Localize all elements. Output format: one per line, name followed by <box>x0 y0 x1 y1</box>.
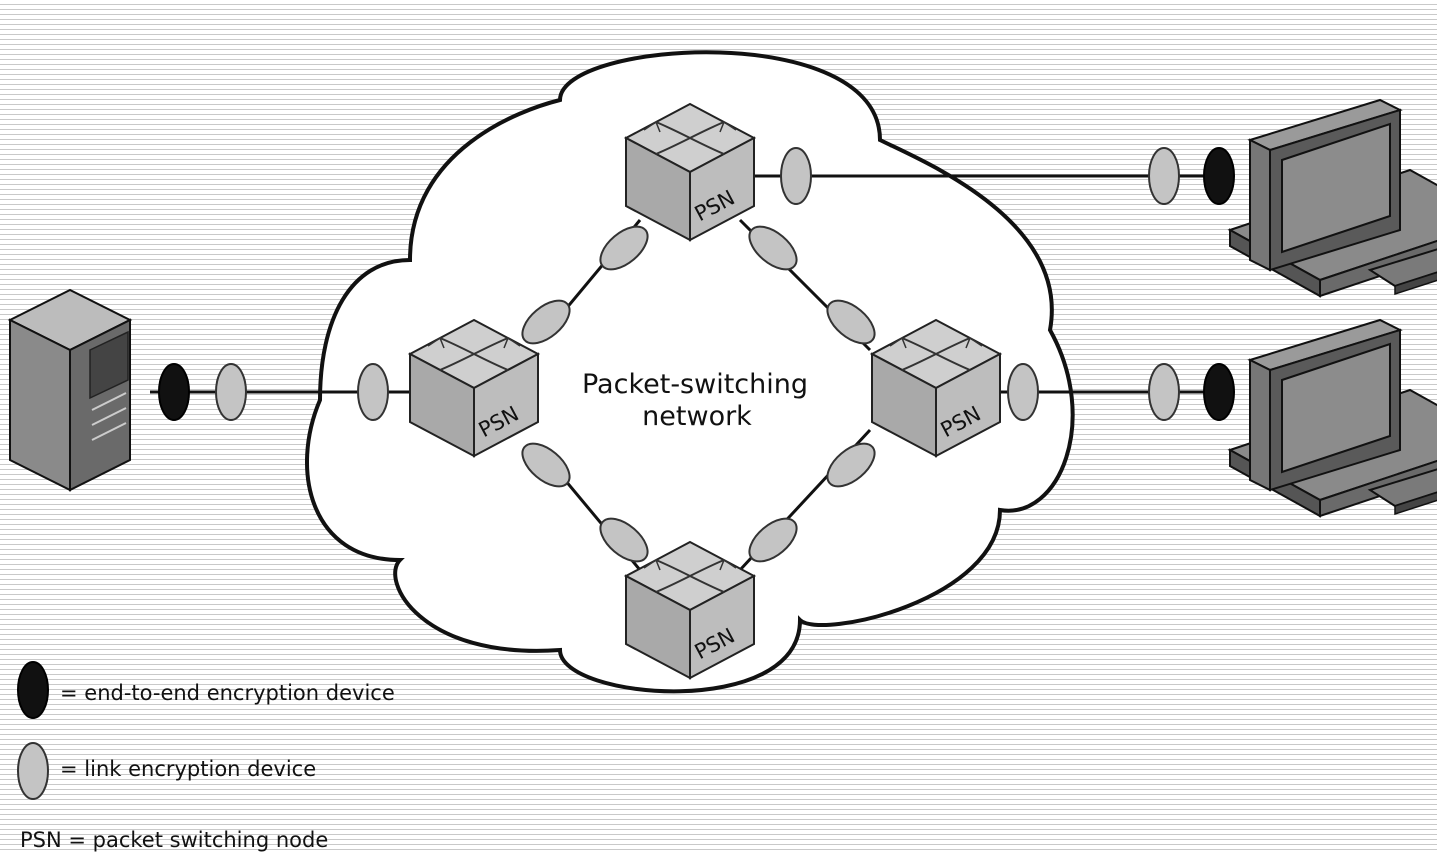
psn-node-right: PSN <box>871 319 1001 457</box>
link-encryption-device-icon <box>1148 147 1180 205</box>
legend-end-to-end-label: = end-to-end encryption device <box>60 681 395 705</box>
link-encryption-device-icon <box>1148 363 1180 421</box>
legend-link-label: = link encryption device <box>60 757 316 781</box>
legend-end-to-end-icon <box>17 661 49 719</box>
link-encryption-device-icon <box>748 225 798 271</box>
packet-switching-network-cloud <box>305 50 1075 694</box>
end-to-end-encryption-device-icon <box>158 363 190 421</box>
link-encryption-device-icon <box>826 442 876 488</box>
link-encryption-device-icon <box>521 442 571 488</box>
legend-link-icon <box>17 742 49 800</box>
psn-node-left: PSN <box>409 319 539 457</box>
link-encryption-device-icon <box>599 225 649 271</box>
cloud-label-line1: Packet-switching <box>582 369 808 400</box>
legend: = end-to-end encryption device = link en… <box>17 661 395 852</box>
link-encryption-device-icon <box>357 363 389 421</box>
psn-node-bottom: PSN <box>625 541 755 679</box>
link-encryption-device-icon <box>748 517 798 563</box>
desktop-computer-icon <box>1229 319 1437 517</box>
server-tower-icon <box>7 288 133 492</box>
end-to-end-encryption-device-icon <box>1203 147 1235 205</box>
link-encryption-device-icon <box>826 299 876 345</box>
link-encryption-device-icon <box>780 147 812 205</box>
desktop-computer-icon <box>1229 99 1437 297</box>
legend-psn-label: PSN = packet switching node <box>20 828 328 852</box>
link-encryption-device-icon <box>215 363 247 421</box>
cloud-label-line2: network <box>642 401 752 432</box>
link-encryption-device-icon <box>599 517 649 563</box>
link-encryption-device-icon <box>521 299 571 345</box>
psn-node-top: PSN <box>625 103 755 241</box>
end-to-end-encryption-device-icon <box>1203 363 1235 421</box>
link-encryption-device-icon <box>1007 363 1039 421</box>
